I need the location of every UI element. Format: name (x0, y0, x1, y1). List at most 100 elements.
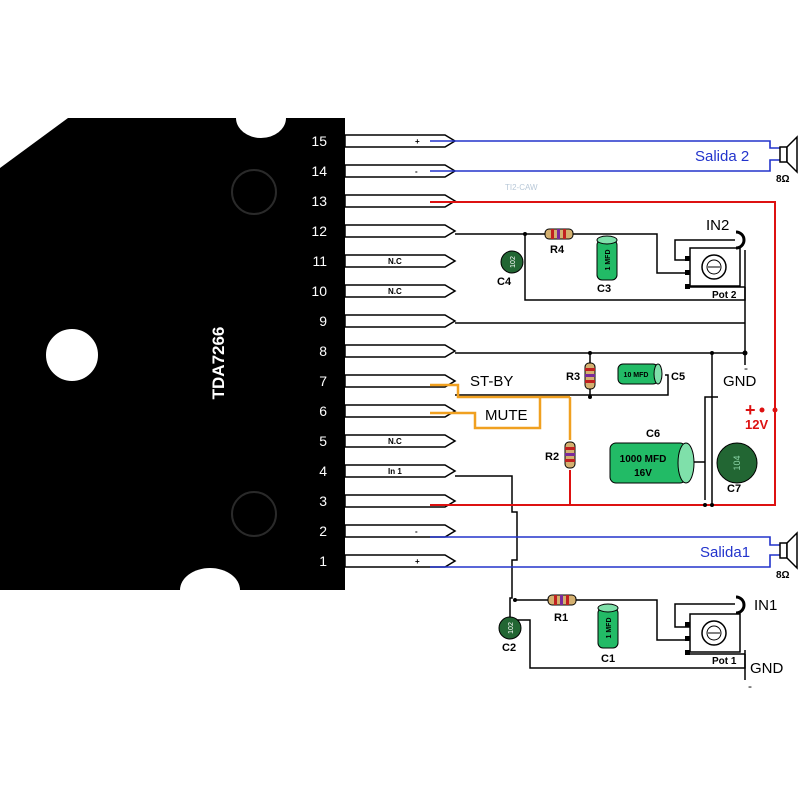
pin-11: 11 N.C (312, 253, 457, 269)
resistor-r1: R1 (547, 594, 577, 624)
capacitor-c5: 10 MFD C5 (617, 363, 685, 385)
c7-label: C7 (727, 483, 741, 495)
pin-number: 3 (319, 493, 327, 509)
chip-dimple-bottom (231, 491, 277, 537)
pin-8: 8 (319, 343, 457, 359)
pin-12: 12 (311, 223, 457, 239)
c5-label: C5 (671, 371, 685, 383)
c5-value: 10 MFD (624, 372, 649, 379)
c4-value: 102 (510, 256, 517, 268)
pin-2: 2- (319, 523, 457, 539)
potentiometer-pot1: Pot 1 (685, 613, 741, 667)
pin-lead (344, 164, 457, 178)
resistor-r2: R2 (545, 441, 576, 469)
pin-number: 14 (311, 163, 327, 179)
output-2-label: Salida 2 (695, 148, 749, 165)
pot1-label: Pot 1 (712, 656, 737, 667)
c6-value: 1000 MFD (620, 454, 667, 465)
pin-lead (344, 524, 457, 538)
c2-label: C2 (502, 642, 516, 654)
watermark: TI2-CAW (505, 183, 538, 192)
pin-1: 1+ (319, 553, 457, 569)
pin-15: 15+ (311, 133, 457, 149)
pin-label: + (415, 557, 420, 566)
c4-label: C4 (497, 276, 512, 288)
chip-name: TDA7266 (209, 327, 228, 400)
pin-number: 11 (312, 253, 327, 269)
r2-label: R2 (545, 451, 559, 463)
pin-number: 12 (311, 223, 327, 239)
pin-number: 7 (319, 373, 327, 389)
mounting-hole (44, 327, 100, 383)
gnd-minus-top: - (744, 361, 748, 375)
pin-lead (344, 284, 457, 298)
ic-package: TDA7266 (0, 118, 345, 590)
c3-value: 1 MFD (605, 250, 612, 271)
pin-lead (344, 434, 457, 448)
r3-label: R3 (566, 371, 580, 383)
capacitor-c2: 102 C2 (498, 616, 522, 654)
input-jack-in2: IN2 (706, 217, 746, 250)
pin-lead (344, 194, 457, 208)
c1-label: C1 (601, 653, 615, 665)
capacitor-c3: 1 MFD C3 (596, 235, 618, 295)
pin-number: 5 (319, 433, 327, 449)
pin-lead (344, 224, 457, 238)
c3-label: C3 (597, 283, 611, 295)
gnd-label-top: GND (723, 373, 757, 390)
pin-number: 4 (319, 463, 327, 479)
pin-4: 4 In 1 (319, 463, 457, 479)
in1-label: IN1 (754, 597, 777, 614)
standby-label: ST-BY (470, 373, 513, 390)
chip-notch-top (236, 118, 286, 138)
pin-9: 9 (319, 313, 457, 329)
pin-10: 10 N.C (311, 283, 457, 299)
pin-number: 8 (319, 343, 327, 359)
pin-number: 10 (311, 283, 327, 299)
pin-number: 1 (319, 553, 327, 569)
pin-label: In 1 (388, 467, 402, 476)
input-jack-in1: IN1 (735, 595, 777, 615)
power-labels: + 12V GND - GND - (723, 361, 784, 693)
speaker-1-impedance: 8Ω (776, 570, 790, 581)
capacitor-c7: 104 C7 (716, 442, 758, 495)
pin-label: N.C (388, 437, 402, 446)
pin-lead (344, 344, 457, 358)
pin-number: 15 (311, 133, 327, 149)
pin-lead (344, 254, 457, 268)
signal-wires (455, 233, 746, 680)
pin-number: 9 (319, 313, 327, 329)
pin-label: - (415, 167, 418, 176)
supply-plus: + (745, 400, 756, 420)
control-wires (430, 383, 572, 440)
speaker-wires (430, 140, 780, 568)
capacitor-c4: 102 C4 (497, 250, 524, 288)
power-wires (430, 201, 776, 506)
c6-label: C6 (646, 428, 660, 440)
pin-14: 14 - (311, 163, 457, 179)
r4-label: R4 (550, 244, 565, 256)
pin-number: 13 (311, 193, 327, 209)
potentiometer-pot2: Pot 2 (685, 247, 741, 301)
capacitor-c6: 1000 MFD 16V C6 (609, 428, 695, 484)
pin-lead (344, 464, 457, 478)
output-1-label: Salida1 (700, 544, 750, 561)
pin-label: N.C (388, 287, 402, 296)
gnd-minus-bottom: - (748, 679, 752, 693)
pin-lead (344, 404, 457, 418)
pin-number: 2 (319, 523, 327, 539)
speaker-1: 8Ω Salida1 (700, 531, 798, 581)
pin-13: 13 (311, 193, 457, 209)
pin-label: N.C (388, 257, 402, 266)
chip-notch-bottom (180, 568, 240, 590)
chip-dimple-top (231, 169, 277, 215)
pin-lead (344, 314, 457, 328)
r1-label: R1 (554, 612, 568, 624)
pot2-label: Pot 2 (712, 290, 737, 301)
capacitor-c1: 1 MFD C1 (597, 603, 619, 665)
pin-lead (344, 134, 457, 148)
pin-lead (344, 554, 457, 568)
c1-value: 1 MFD (606, 618, 613, 639)
gnd-label-bottom: GND (750, 660, 784, 677)
